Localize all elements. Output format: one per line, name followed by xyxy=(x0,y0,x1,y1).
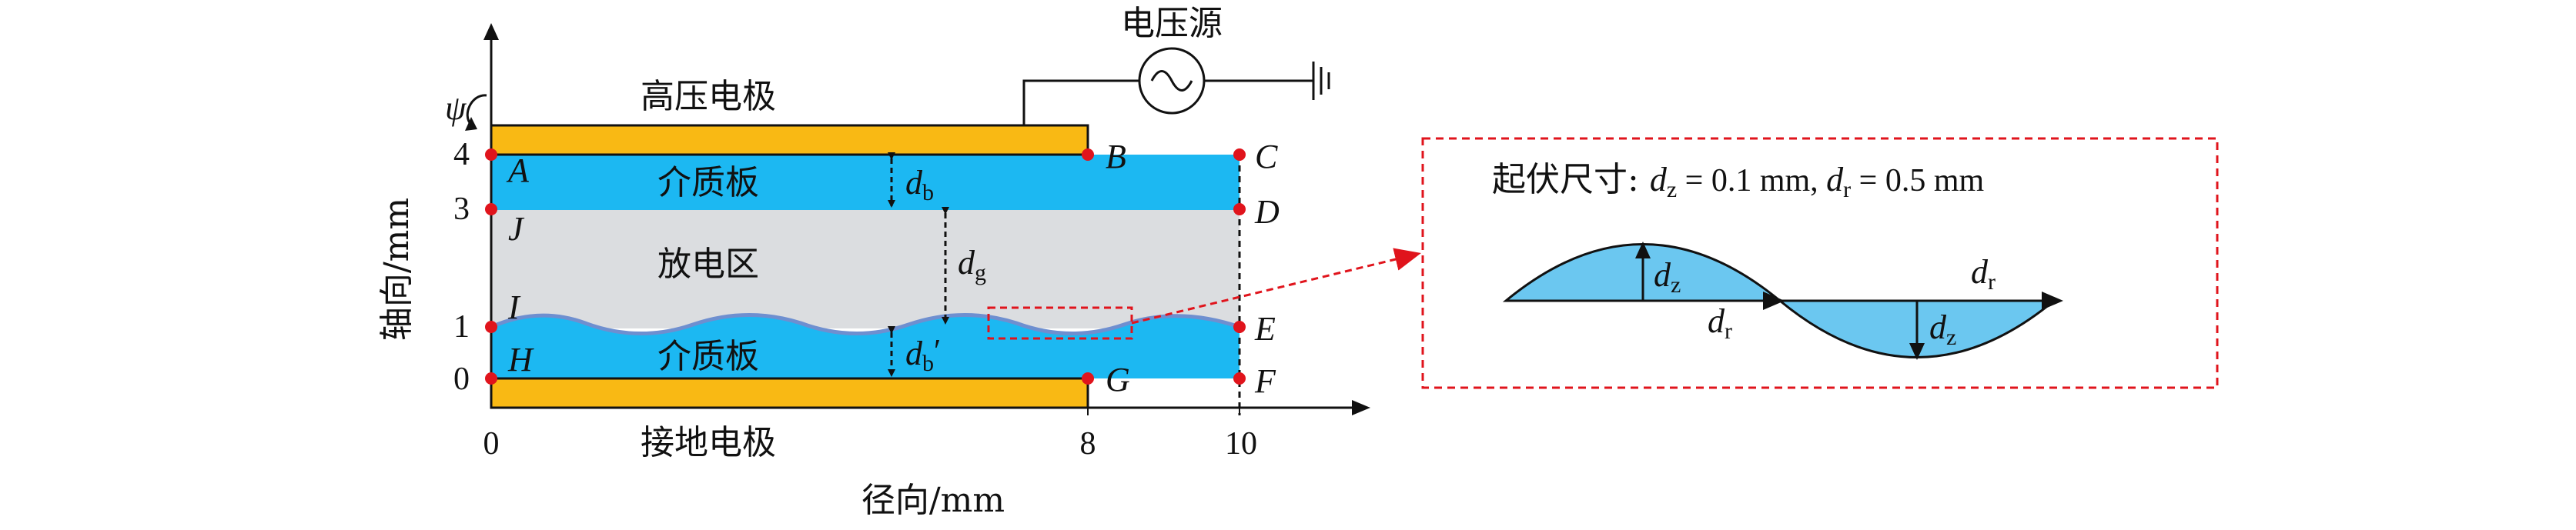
bottom-dielectric-label: 介质板 xyxy=(657,337,759,376)
point-F-label: F xyxy=(1254,362,1276,400)
ground-electrode-label: 接地电极 xyxy=(641,423,776,462)
hv-electrode-label: 高压电极 xyxy=(641,77,776,116)
point-C-marker xyxy=(1233,148,1246,161)
detail-dz-arrowhead-up xyxy=(1635,242,1651,258)
source-wire-left xyxy=(1022,79,1139,125)
y-tick-label-4: 4 xyxy=(453,137,470,172)
detail-dr-arrowhead-right xyxy=(2042,292,2063,310)
point-G-marker xyxy=(1082,372,1094,385)
point-D-label: D xyxy=(1254,193,1280,231)
x-tick-label-0: 0 xyxy=(483,426,500,462)
db-dimension-label: db xyxy=(905,164,934,205)
detail-dr-arrowhead-left xyxy=(1763,292,1785,310)
voltage-source-label: 电压源 xyxy=(1121,4,1223,43)
point-B-marker xyxy=(1082,148,1094,161)
point-H-marker xyxy=(485,372,497,385)
x-tick-label-10: 10 xyxy=(1225,426,1257,462)
psi-label: ψ xyxy=(445,89,467,127)
zoom-region-box xyxy=(987,306,1133,340)
detail-dz-label-bottom: dz xyxy=(1929,308,1956,350)
y-tick-label-3: 3 xyxy=(453,192,470,227)
point-H-label: H xyxy=(507,341,534,378)
discharge-region-label: 放电区 xyxy=(657,245,759,284)
detail-panel-frame xyxy=(1421,137,2219,389)
axial-axis-arrowhead xyxy=(483,23,499,40)
sine-wave-icon xyxy=(1150,70,1193,92)
point-I-label: I xyxy=(507,288,521,326)
y-axis-title: 轴向/mm xyxy=(377,198,417,341)
db-prime-dimension-label: db′ xyxy=(905,334,941,376)
y-tick-label-0: 0 xyxy=(453,362,470,397)
wavy-interface-line xyxy=(490,312,1240,336)
high-voltage-electrode xyxy=(490,124,1089,156)
point-A-marker xyxy=(485,148,497,161)
x-axis-title: 径向/mm xyxy=(861,481,1005,520)
ground-electrode xyxy=(490,377,1089,409)
point-D-marker xyxy=(1233,203,1246,215)
dg-dimension-label: dg xyxy=(958,244,986,285)
point-J-marker xyxy=(485,203,497,215)
detail-dz-arrowhead-down xyxy=(1909,343,1925,360)
point-G-label: G xyxy=(1106,361,1130,398)
point-I-marker xyxy=(485,321,497,333)
detail-title: 起伏尺寸: dz = 0.1 mm, dr = 0.5 mm xyxy=(1492,160,1985,202)
rotation-arrowhead-icon xyxy=(465,117,477,131)
detail-dz-label-top: dz xyxy=(1654,256,1681,298)
y-tick-label-1: 1 xyxy=(453,309,470,345)
point-E-marker xyxy=(1233,321,1246,333)
point-F-marker xyxy=(1233,372,1246,385)
detail-dr-label-left: dr xyxy=(1708,302,1732,344)
discharge-gap-region xyxy=(491,209,1239,328)
point-E-label: E xyxy=(1254,310,1276,348)
point-J-label: J xyxy=(508,210,525,248)
detail-dr-label-right: dr xyxy=(1971,253,1996,295)
point-B-label: B xyxy=(1106,138,1126,175)
top-dielectric-plate xyxy=(491,155,1239,210)
top-dielectric-label: 介质板 xyxy=(657,163,759,202)
point-C-label: C xyxy=(1255,138,1278,175)
zoom-pointer-arrow xyxy=(1131,248,1421,325)
radial-axis-arrowhead xyxy=(1352,400,1370,415)
x-tick-label-8: 8 xyxy=(1080,426,1096,462)
point-A-label: A xyxy=(506,152,530,189)
